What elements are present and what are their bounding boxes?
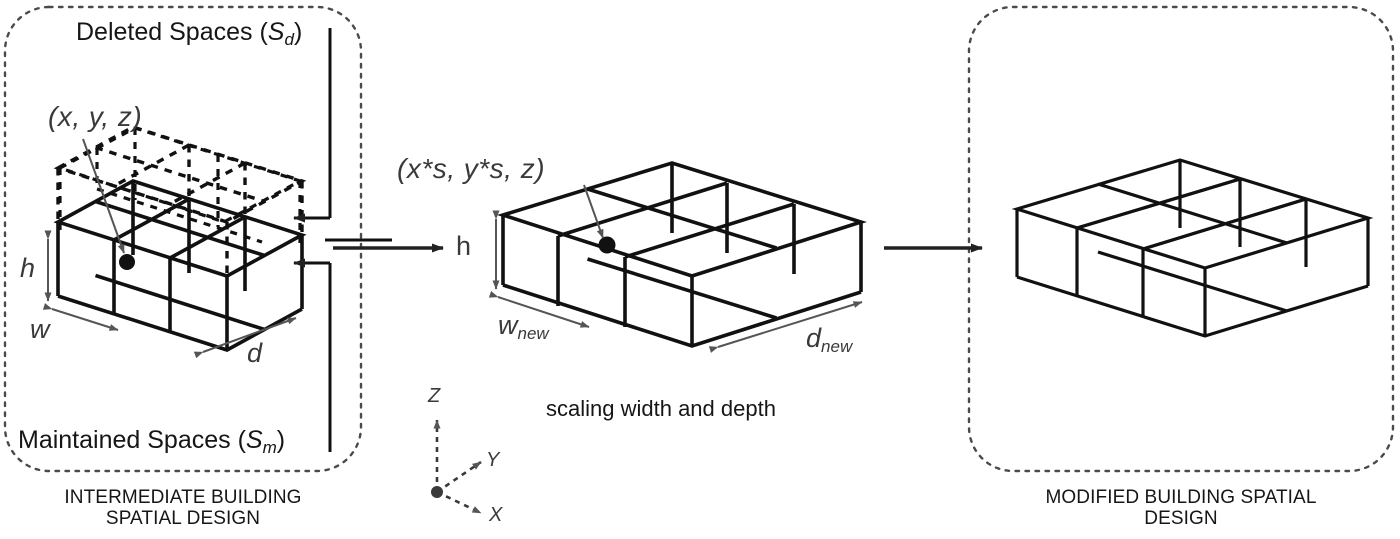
middle-depth-base: d [806, 323, 822, 353]
left-point-coordinate-label: (x, y, z) [48, 101, 143, 132]
middle-point-marker [598, 236, 616, 254]
maintained-spaces-text: Maintained Spaces ( [18, 426, 246, 454]
right-modified-block [1011, 158, 1374, 338]
axes-origin-dot [431, 486, 443, 498]
left-maintained-spaces-block [53, 179, 307, 352]
left-panel-border [3, 5, 363, 473]
left-point-leader [82, 138, 125, 254]
maintained-spaces-subscript: m [262, 437, 277, 457]
left-height-label: h [20, 253, 36, 283]
left-deleted-spaces-wireframe [53, 125, 307, 278]
maintained-spaces-label: Maintained Spaces (Sm) [18, 428, 285, 456]
left-point-marker [119, 254, 135, 270]
deleted-spaces-label: Deleted Spaces (Sd) [76, 20, 302, 48]
middle-width-subscript: new [517, 324, 549, 344]
maintained-spaces-symbol: S [245, 426, 263, 454]
middle-height-label: h [456, 231, 472, 261]
deleted-spaces-symbol: S [267, 18, 285, 46]
deleted-spaces-text: Deleted Spaces ( [76, 18, 268, 46]
middle-point-leader [583, 184, 604, 239]
maintained-spaces-paren: ) [276, 426, 286, 454]
right-panel-border [967, 5, 1395, 473]
left-width-label: w [30, 314, 50, 344]
right-caption-line-1: MODIFIED BUILDING SPATIAL [1045, 487, 1317, 508]
right-caption-line-2: DESIGN [1144, 508, 1218, 530]
deleted-spaces-bracket [293, 28, 332, 223]
left-dim-depth [193, 317, 297, 359]
left-caption-line-1: INTERMEDIATE BUILDING [64, 487, 302, 508]
middle-scaled-block [497, 161, 867, 348]
axis-z-label: Z [428, 385, 441, 407]
middle-panel-caption: scaling width and depth [546, 396, 776, 421]
deleted-spaces-subscript: d [284, 29, 294, 49]
axis-x-label: X [489, 504, 503, 526]
right-panel-caption: MODIFIED BUILDING SPATIAL DESIGN [981, 487, 1381, 530]
middle-width-base: w [498, 310, 518, 340]
middle-depth-label: dnew [806, 323, 853, 357]
middle-depth-subscript: new [821, 337, 853, 357]
middle-dim-width [488, 291, 590, 328]
axis-y-label: Y [486, 449, 500, 471]
left-depth-label: d [247, 338, 263, 368]
left-dim-width [42, 303, 119, 331]
middle-point-coordinate-label: (x*s, y*s, z) [397, 153, 546, 184]
middle-dim-depth [708, 301, 863, 353]
left-caption-line-2: SPATIAL DESIGN [105, 508, 261, 530]
deleted-spaces-paren: ) [293, 18, 303, 46]
axes-indicator [433, 419, 482, 515]
middle-width-label: wnew [498, 310, 549, 344]
left-panel-caption: INTERMEDIATE BUILDING SPATIAL DESIGN [10, 487, 356, 530]
maintained-spaces-bracket [293, 258, 332, 452]
